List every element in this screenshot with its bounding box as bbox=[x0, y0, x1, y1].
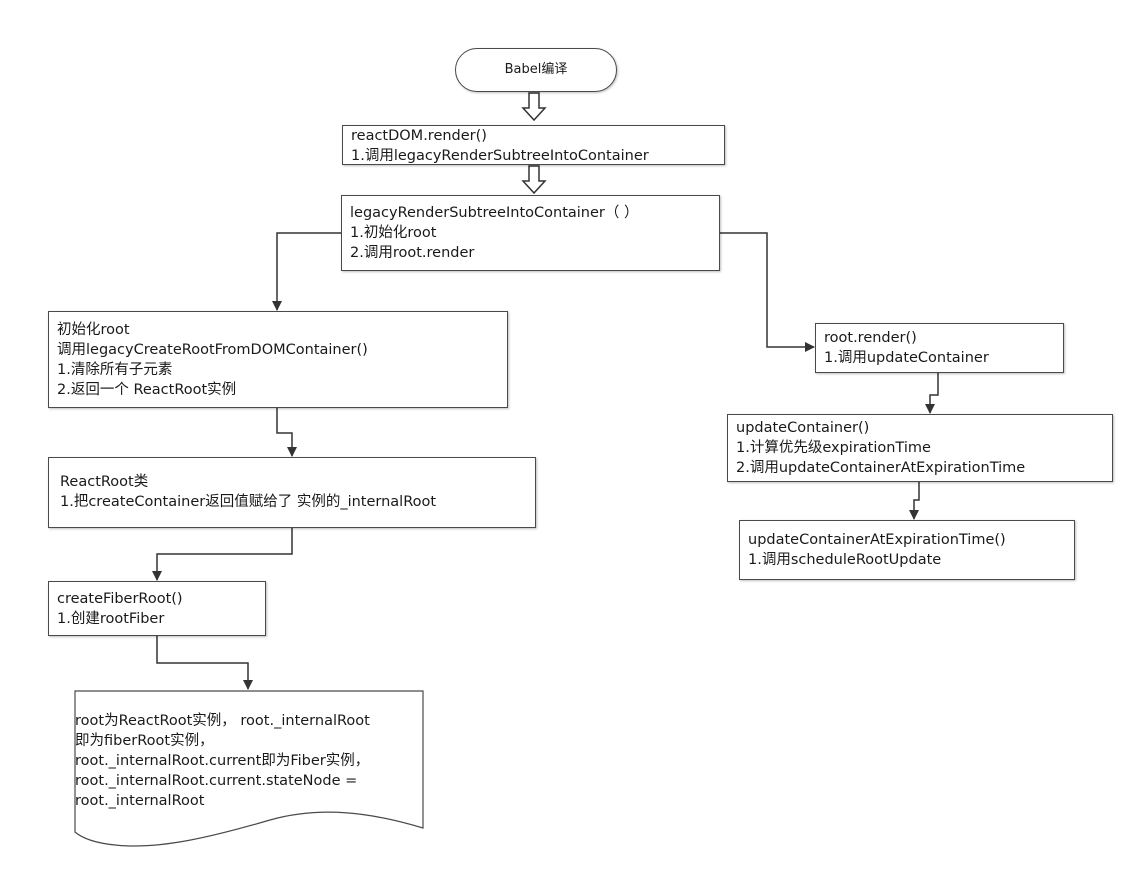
connector-create-fiber-to-note bbox=[156, 636, 253, 690]
note-line-4: root._internalRoot.current.stateNode = bbox=[75, 773, 358, 789]
note-document-shape bbox=[74, 690, 424, 847]
node-react-root-class: ReactRoot类 1.把createContainer返回值赋给了 实例的_… bbox=[48, 457, 536, 528]
react-root-class-line-1: 1.把createContainer返回值赋给了 实例的_internalRoo… bbox=[60, 494, 437, 510]
babel-label: Babel编译 bbox=[504, 62, 568, 77]
legacy-render-line-2: 2.调用root.render bbox=[350, 245, 475, 261]
root-render-title: root.render() bbox=[824, 330, 917, 346]
update-container-title: updateContainer() bbox=[736, 420, 870, 436]
init-root-line-1: 调用legacyCreateRootFromDOMContainer() bbox=[57, 342, 368, 358]
node-react-dom-render: reactDOM.render() 1.调用legacyRenderSubtre… bbox=[342, 125, 725, 165]
init-root-title: 初始化root bbox=[57, 322, 130, 338]
node-init-root: 初始化root 调用legacyCreateRootFromDOMContain… bbox=[48, 311, 508, 408]
note-line-3: root._internalRoot.current即为Fiber实例， bbox=[75, 753, 370, 769]
note-line-1: root为ReactRoot实例， root._internalRoot bbox=[75, 713, 370, 729]
init-root-line-2: 1.清除所有子元素 bbox=[57, 362, 173, 378]
node-legacy-render: legacyRenderSubtreeIntoContainer（ ） 1.初始… bbox=[341, 195, 720, 271]
create-fiber-root-title: createFiberRoot() bbox=[57, 591, 183, 607]
connector-react-root-to-create-fiber bbox=[152, 528, 293, 581]
init-root-line-3: 2.返回一个 ReactRoot实例 bbox=[57, 382, 237, 398]
hollow-arrow-render-to-legacy bbox=[521, 165, 547, 195]
node-create-fiber-root: createFiberRoot() 1.创建rootFiber bbox=[48, 581, 266, 636]
connector-root-render-to-update-container bbox=[925, 373, 939, 414]
node-update-container: updateContainer() 1.计算优先级expirationTime … bbox=[727, 414, 1113, 482]
react-root-class-title: ReactRoot类 bbox=[60, 474, 149, 490]
node-babel: Babel编译 bbox=[455, 48, 617, 92]
update-container-line-2: 2.调用updateContainerAtExpirationTime bbox=[736, 460, 1026, 476]
react-dom-render-title: reactDOM.render() bbox=[351, 128, 487, 144]
note-text: root为ReactRoot实例， root._internalRoot 即为f… bbox=[75, 711, 370, 811]
update-container-at-exp-title: updateContainerAtExpirationTime() bbox=[748, 532, 1006, 548]
update-container-line-1: 1.计算优先级expirationTime bbox=[736, 440, 931, 456]
connector-legacy-to-root-render bbox=[720, 232, 815, 352]
connector-init-root-to-react-root bbox=[276, 408, 297, 457]
note-line-2: 即为fiberRoot实例， bbox=[75, 733, 214, 749]
legacy-render-title: legacyRenderSubtreeIntoContainer（ ） bbox=[350, 205, 639, 221]
root-render-line-1: 1.调用updateContainer bbox=[824, 350, 989, 366]
connector-update-container-to-exp bbox=[909, 482, 920, 520]
legacy-render-line-1: 1.初始化root bbox=[350, 225, 437, 241]
hollow-arrow-babel-to-render bbox=[521, 92, 547, 122]
node-root-render: root.render() 1.调用updateContainer bbox=[815, 323, 1064, 373]
create-fiber-root-line-1: 1.创建rootFiber bbox=[57, 611, 165, 627]
connector-legacy-to-init-root bbox=[272, 232, 341, 311]
update-container-at-exp-line-1: 1.调用scheduleRootUpdate bbox=[748, 552, 942, 568]
node-update-container-at-exp: updateContainerAtExpirationTime() 1.调用sc… bbox=[739, 520, 1075, 580]
note-line-5: root._internalRoot bbox=[75, 793, 205, 809]
react-dom-render-line-1: 1.调用legacyRenderSubtreeIntoContainer bbox=[351, 148, 649, 164]
